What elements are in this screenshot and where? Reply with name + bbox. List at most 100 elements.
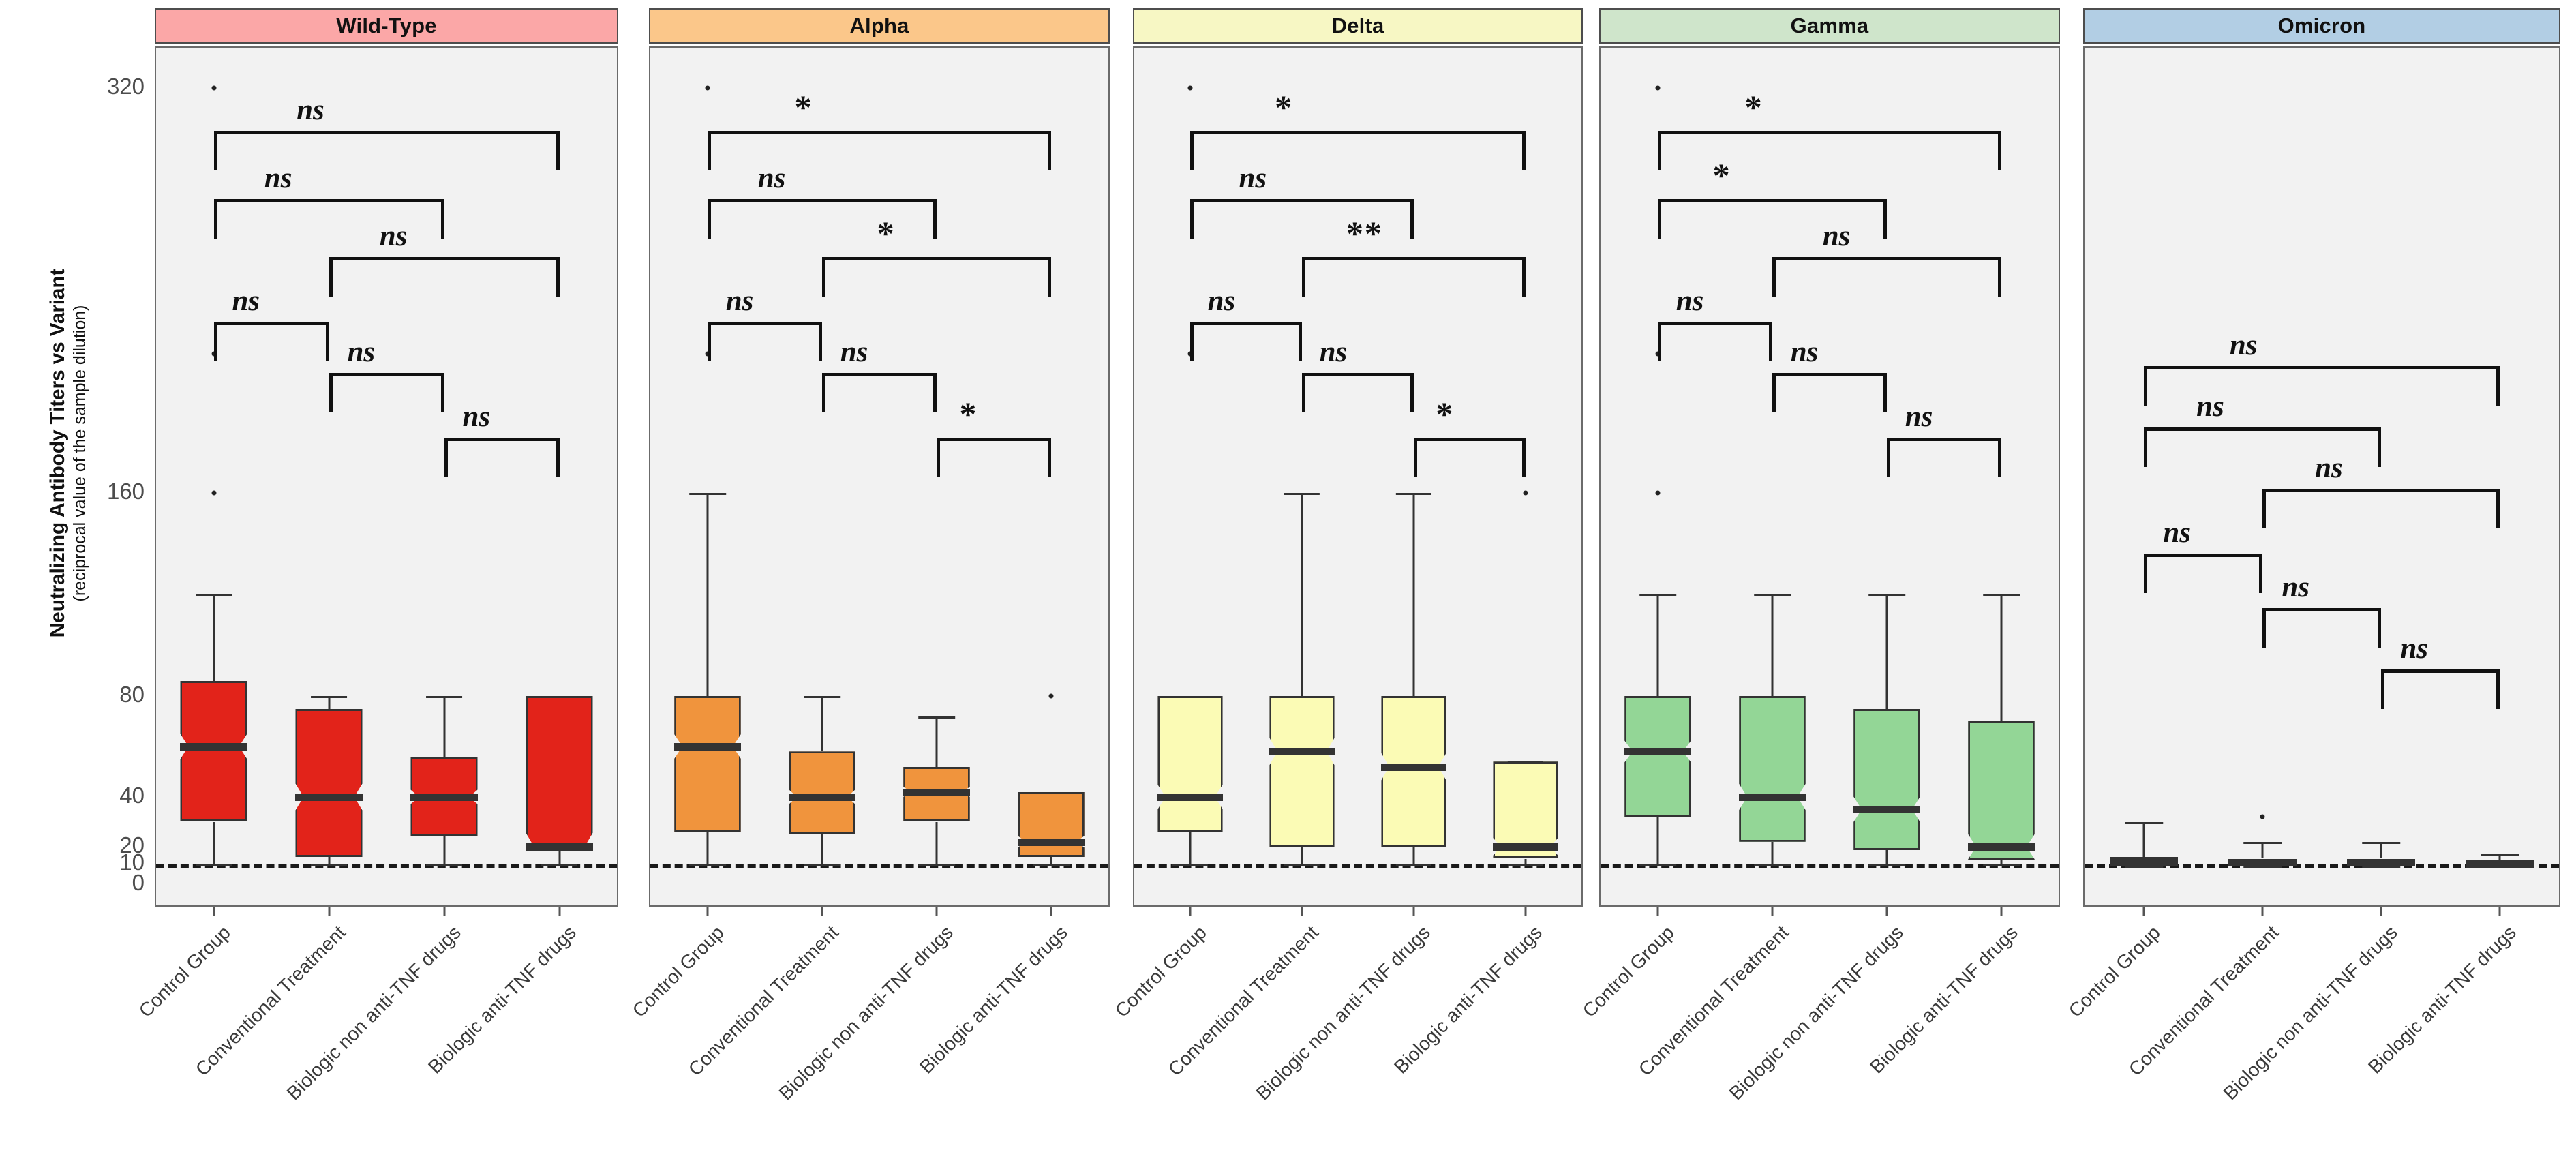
significance-bracket <box>1414 438 1526 477</box>
significance-label: ns <box>462 401 491 433</box>
significance-label: ns <box>379 220 408 252</box>
outlier-point <box>1655 85 1661 91</box>
facet-strip-label: Alpha <box>849 14 909 37</box>
significance-bracket <box>708 199 937 239</box>
y-tick-160: 160 <box>106 479 145 504</box>
significance-label: ns <box>840 336 868 368</box>
whisker-lower <box>328 857 330 864</box>
x-tick <box>558 907 560 916</box>
whisker-cap-upper <box>804 696 840 698</box>
whisker-cap-lower <box>1033 864 1070 866</box>
whisker-cap-lower <box>1284 864 1320 866</box>
significance-label: ns <box>1822 220 1851 252</box>
whisker-cap-upper <box>541 696 578 698</box>
x-tick <box>2000 907 2003 916</box>
x-tick <box>2142 907 2145 916</box>
whisker-cap-lower <box>2125 866 2163 868</box>
significance-bracket <box>2381 669 2500 709</box>
boxplot-box <box>295 708 363 857</box>
significance-label: * <box>1712 156 1731 194</box>
facet-strip-omicron: Omicron <box>2083 8 2560 44</box>
threshold-line <box>1134 864 1581 868</box>
significance-bracket <box>213 131 560 170</box>
x-tick <box>1412 907 1415 916</box>
significance-label: ** <box>1346 214 1383 252</box>
whisker-cap-lower <box>2243 866 2282 868</box>
whisker-cap-upper <box>1284 493 1320 495</box>
x-tick <box>1050 907 1052 916</box>
boxplot-box <box>1968 721 2035 860</box>
significance-bracket <box>2144 427 2381 467</box>
median-line <box>789 794 855 801</box>
y-tick-40: 40 <box>119 783 145 808</box>
median-line <box>1853 806 1920 814</box>
whisker-lower <box>1524 858 1527 864</box>
significance-label: ns <box>2163 517 2192 549</box>
whisker-lower <box>1885 850 1888 864</box>
facet-strip-delta: Delta <box>1133 8 1583 44</box>
whisker-cap-lower <box>689 864 726 866</box>
whisker-upper <box>821 696 823 752</box>
significance-bracket <box>822 373 937 412</box>
whisker-cap-lower <box>1395 864 1432 866</box>
significance-bracket <box>1887 438 2001 477</box>
x-axis-label-control-group: Control Group <box>1110 922 1211 1022</box>
whisker-cap-lower <box>1507 864 1544 866</box>
significance-bracket <box>937 438 1051 477</box>
x-axis-label-control-group: Control Group <box>134 922 234 1022</box>
whisker-upper <box>2380 841 2382 859</box>
median-line <box>2465 860 2534 868</box>
outlier-point <box>211 85 216 91</box>
outlier-point <box>1523 490 1528 496</box>
whisker-lower <box>821 834 823 864</box>
whisker-cap-lower <box>918 864 955 866</box>
median-line <box>2228 858 2297 866</box>
facet-strip-label: Omicron <box>2277 14 2366 37</box>
median-line <box>1968 843 2035 851</box>
significance-bracket <box>2144 554 2262 593</box>
whisker-cap-upper <box>2481 854 2519 856</box>
outlier-point <box>1655 490 1661 496</box>
whisker-upper <box>1885 594 1888 709</box>
whisker-upper <box>935 716 938 767</box>
outlier-point <box>211 490 216 496</box>
median-line <box>1269 748 1335 756</box>
median-line <box>1739 794 1806 801</box>
boxplot-box <box>526 696 593 850</box>
whisker-cap-upper <box>1395 493 1432 495</box>
outlier-point <box>705 85 710 91</box>
facet-strip-gamma: Gamma <box>1599 8 2060 44</box>
significance-bracket <box>1772 257 2001 297</box>
significance-label: ns <box>264 162 292 194</box>
whisker-lower <box>443 836 445 864</box>
significance-label: ns <box>1905 401 1933 433</box>
significance-label: ns <box>347 336 376 368</box>
whisker-cap-upper <box>2362 841 2400 844</box>
whisker-upper <box>2000 594 2003 721</box>
facet-strip-label: Delta <box>1331 14 1384 37</box>
whisker-lower <box>706 832 709 864</box>
median-line <box>903 788 970 796</box>
significance-label: * <box>1436 395 1455 433</box>
y-axis-title-main: Neutralizing Antibody Titers vs Variant <box>46 269 70 638</box>
whisker-lower <box>1412 847 1415 864</box>
whisker-cap-lower <box>425 864 463 866</box>
x-axis-label-control-group: Control Group <box>628 922 728 1022</box>
whisker-cap-upper <box>195 594 232 596</box>
x-tick <box>443 907 445 916</box>
whisker-upper <box>1656 594 1659 696</box>
x-tick <box>1301 907 1303 916</box>
y-tick-0: 0 <box>132 870 145 895</box>
whisker-upper <box>443 696 445 757</box>
significance-bracket <box>1190 322 1302 361</box>
whisker-cap-upper <box>918 716 955 719</box>
whisker-cap-upper <box>1639 594 1676 596</box>
boxplot-box <box>1853 708 1920 850</box>
whisker-upper <box>2142 821 2145 857</box>
x-tick <box>1656 907 1659 916</box>
significance-bracket <box>329 373 444 412</box>
x-tick <box>2498 907 2501 916</box>
